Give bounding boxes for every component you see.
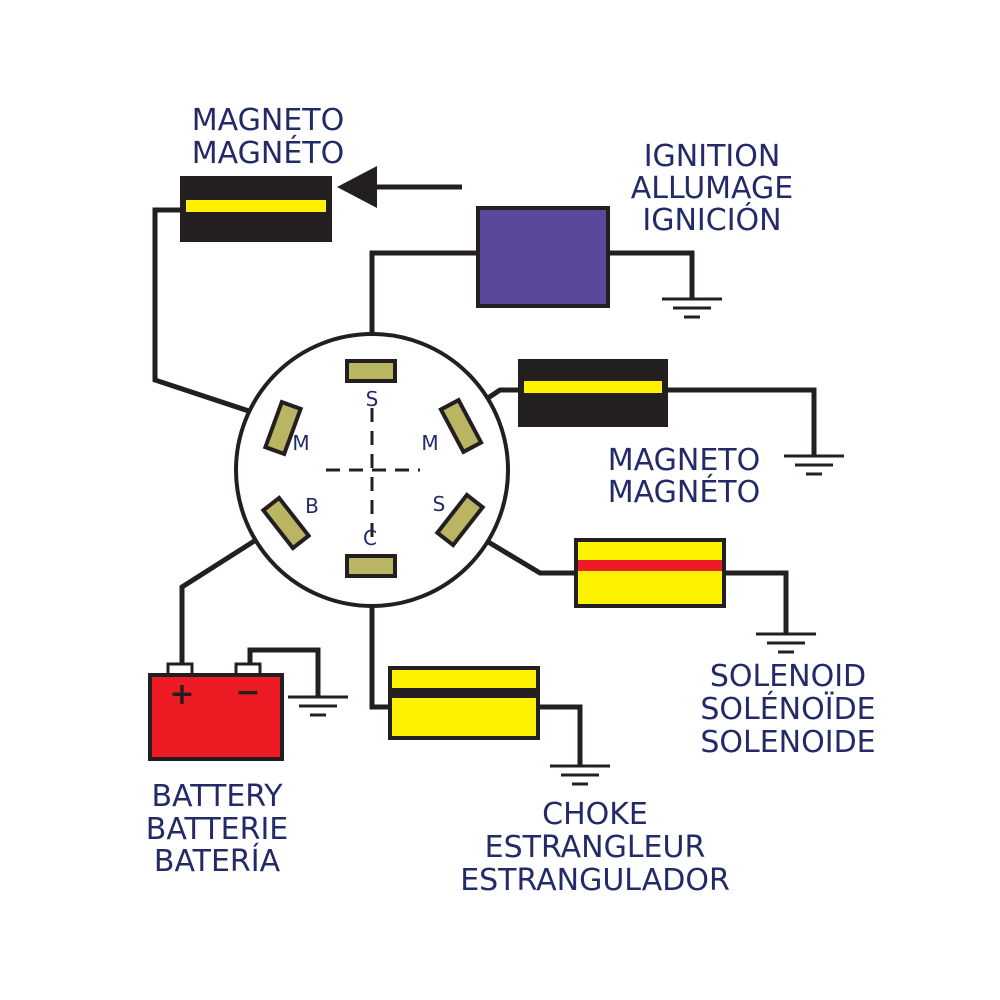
wire-top-magneto (152, 207, 277, 423)
svg-text:MAGNETO: MAGNETO (192, 103, 344, 138)
svg-text:SOLÉNOÏDE: SOLÉNOÏDE (700, 691, 875, 727)
wire-solenoid-ground (724, 570, 789, 633)
battery-positive-sign: + (169, 677, 194, 712)
arrow-left-icon (337, 166, 462, 208)
svg-text:CHOKE: CHOKE (542, 797, 648, 832)
svg-text:MAGNETO: MAGNETO (608, 443, 760, 478)
wire-ignition-ground (608, 250, 695, 298)
ignition-label: IGNITION ALLUMAGE IGNICIÓN (631, 139, 794, 238)
svg-text:BATTERY: BATTERY (151, 779, 283, 814)
terminal-lower-right-s (434, 492, 486, 548)
magneto-right-label: MAGNETO MAGNÉTO (608, 443, 760, 510)
terminal-label-lower-right-s: S (433, 492, 446, 516)
switch-crosshair (326, 408, 420, 540)
choke-ground-icon (550, 764, 610, 786)
svg-text:MAGNÉTO: MAGNÉTO (192, 135, 344, 171)
wire-battery (179, 528, 272, 668)
terminal-label-upper-right-m: M (421, 431, 438, 455)
svg-text:BATERÍA: BATERÍA (154, 843, 281, 879)
svg-text:ESTRANGULADOR: ESTRANGULADOR (460, 863, 730, 898)
svg-text:ALLUMAGE: ALLUMAGE (631, 171, 794, 206)
wire-ignition (369, 250, 478, 359)
ignition-component (476, 206, 610, 308)
magneto-top-component (180, 176, 332, 242)
magneto-top-label: MAGNETO MAGNÉTO (192, 103, 344, 171)
battery-negative-sign: − (235, 675, 260, 710)
choke-component (388, 666, 540, 740)
terminal-top-s (345, 359, 397, 383)
battery-label: BATTERY BATTERIE BATERÍA (146, 779, 289, 879)
wire-battery-ground (247, 647, 321, 696)
terminal-bottom-c (345, 554, 397, 578)
battery-ground-icon (288, 695, 348, 717)
terminal-label-upper-left-m: M (292, 431, 309, 455)
magneto-right-ground-icon (784, 454, 844, 476)
svg-text:BATTERIE: BATTERIE (146, 812, 289, 847)
svg-text:SOLENOID: SOLENOID (710, 659, 866, 694)
svg-text:IGNICIÓN: IGNICIÓN (642, 201, 781, 238)
terminal-label-lower-left-b: B (305, 494, 319, 518)
wire-right-magneto-ground (666, 387, 817, 455)
svg-text:MAGNÉTO: MAGNÉTO (608, 474, 760, 510)
svg-text:ESTRANGLEUR: ESTRANGLEUR (485, 830, 706, 865)
wire-solenoid (468, 528, 576, 576)
battery-body (148, 673, 284, 761)
terminal-upper-left-m (262, 399, 304, 457)
terminal-label-top-s: S (366, 387, 379, 411)
ignition-switch: S M M B S C (234, 332, 510, 608)
battery-component: + − (148, 662, 284, 761)
terminal-lower-left-b (260, 495, 312, 551)
solenoid-label: SOLENOID SOLÉNOÏDE SOLENOIDE (700, 659, 875, 760)
terminal-upper-right-m (438, 397, 484, 455)
solenoid-component (574, 538, 726, 608)
wire-choke-ground (538, 704, 583, 765)
svg-text:SOLENOIDE: SOLENOIDE (700, 725, 875, 760)
solenoid-ground-icon (756, 632, 816, 654)
magneto-right-component (518, 359, 668, 427)
svg-text:IGNITION: IGNITION (644, 139, 781, 174)
wire-choke (369, 575, 390, 710)
terminal-label-bottom-c: C (363, 526, 377, 550)
ignition-ground-icon (662, 297, 722, 319)
choke-label: CHOKE ESTRANGLEUR ESTRANGULADOR (460, 797, 730, 898)
